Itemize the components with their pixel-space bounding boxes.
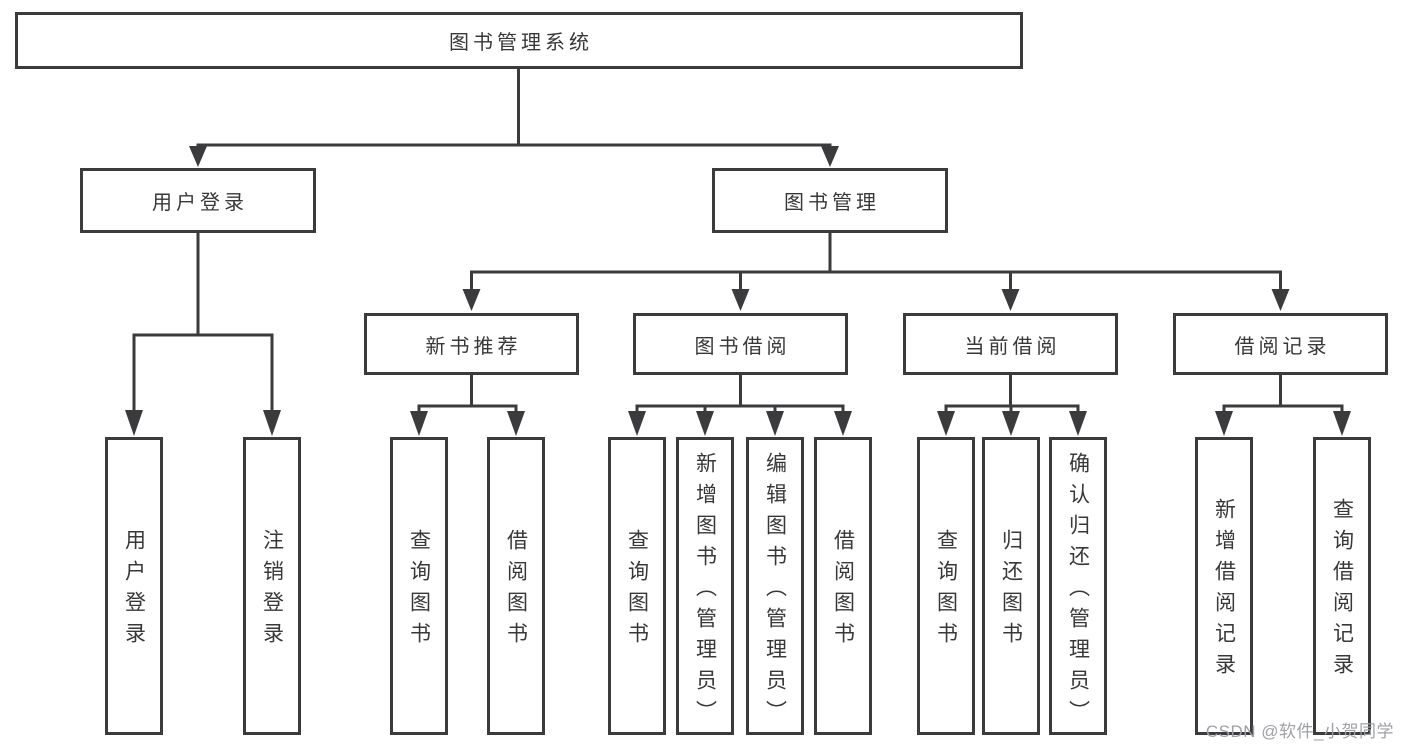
node-leaf-add-book-admin-label: 新增图书（管理员） (693, 451, 717, 731)
node-leaf-query-book-current: 查询图书 (917, 437, 975, 735)
node-leaf-confirm-return-admin-label: 确认归还（管理员） (1066, 451, 1090, 731)
node-book-management: 图书管理 (712, 168, 948, 233)
node-borrow-records-label: 借阅记录 (1234, 335, 1331, 358)
node-leaf-query-book-recommend: 查询图书 (390, 437, 448, 735)
node-leaf-user-login-label: 用户登录 (122, 529, 146, 653)
node-leaf-query-book-recommend-label: 查询图书 (407, 529, 431, 653)
node-root: 图书管理系统 (15, 12, 1023, 69)
node-leaf-query-borrow-record: 查询借阅记录 (1313, 437, 1371, 735)
node-new-book-recommend-label: 新书推荐 (425, 335, 522, 358)
node-leaf-return-book-label: 归还图书 (999, 529, 1023, 653)
node-leaf-borrow-book-recommend-label: 借阅图书 (504, 529, 528, 653)
node-book-borrowing: 图书借阅 (633, 313, 848, 375)
node-leaf-edit-book-admin: 编辑图书（管理员） (746, 437, 804, 735)
node-leaf-query-book-borrowing-label: 查询图书 (625, 529, 649, 653)
node-leaf-confirm-return-admin: 确认归还（管理员） (1049, 437, 1107, 735)
node-new-book-recommend: 新书推荐 (364, 313, 579, 375)
node-leaf-edit-book-admin-label: 编辑图书（管理员） (763, 451, 787, 731)
node-current-borrowing: 当前借阅 (903, 313, 1118, 375)
node-borrow-records: 借阅记录 (1173, 313, 1388, 375)
csdn-watermark: CSDN @软件_小贺同学 (1205, 722, 1394, 741)
node-leaf-logout-label: 注销登录 (260, 529, 284, 653)
node-leaf-add-book-admin: 新增图书（管理员） (676, 437, 734, 735)
node-leaf-query-borrow-record-label: 查询借阅记录 (1330, 498, 1354, 684)
node-leaf-query-book-current-label: 查询图书 (934, 529, 958, 653)
node-leaf-borrow-book-recommend: 借阅图书 (487, 437, 545, 735)
node-leaf-borrow-book-borrowing: 借阅图书 (814, 437, 872, 735)
node-leaf-borrow-book-borrowing-label: 借阅图书 (831, 529, 855, 653)
node-leaf-logout: 注销登录 (243, 437, 301, 735)
node-root-label: 图书管理系统 (449, 32, 593, 54)
node-book-management-label: 图书管理 (784, 192, 880, 214)
node-leaf-add-borrow-record-label: 新增借阅记录 (1212, 498, 1236, 684)
node-leaf-user-login: 用户登录 (105, 437, 163, 735)
node-leaf-query-book-borrowing: 查询图书 (608, 437, 666, 735)
node-leaf-return-book: 归还图书 (982, 437, 1040, 735)
node-current-borrowing-label: 当前借阅 (964, 335, 1061, 358)
node-user-login: 用户登录 (80, 168, 316, 233)
node-user-login-label: 用户登录 (152, 192, 248, 214)
node-book-borrowing-label: 图书借阅 (694, 335, 791, 358)
node-leaf-add-borrow-record: 新增借阅记录 (1195, 437, 1253, 735)
